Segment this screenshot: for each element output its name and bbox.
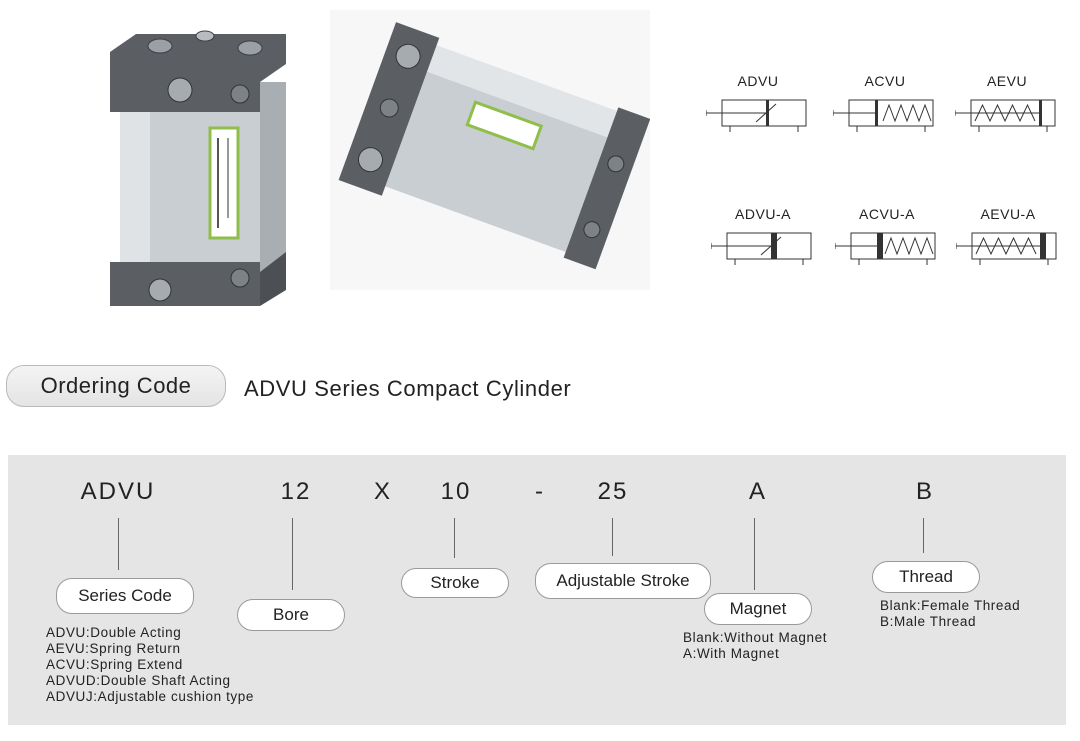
cylinder-symbol-icon — [833, 99, 934, 132]
symbol-aevu: AEVU — [952, 72, 1062, 134]
series-option: ADVUD:Double Shaft Acting — [46, 673, 231, 688]
series-connector — [118, 518, 119, 570]
magnet-option: Blank:Without Magnet — [683, 630, 828, 645]
symbol-label: AEVU-A — [980, 206, 1036, 222]
symbol-advu: ADVU — [703, 72, 813, 134]
series-option: AEVU:Spring Return — [46, 641, 181, 656]
thread-label: Thread — [872, 561, 980, 593]
ordering-code-badge: Ordering Code — [6, 365, 226, 407]
thread-options: Blank:Female Thread B:Male Thread — [880, 598, 1020, 630]
magnet-label: Magnet — [704, 593, 812, 625]
code-stroke: 10 — [440, 478, 472, 505]
symbol-aevu-a: AEVU-A — [953, 205, 1063, 267]
cylinder-symbol-icon — [955, 99, 1056, 132]
code-bore: 12 — [280, 478, 312, 505]
cylinder-photo-tilted — [330, 10, 650, 290]
series-code-label: Series Code — [56, 578, 194, 614]
series-option: ADVUJ:Adjustable cushion type — [46, 689, 255, 704]
thread-option: Blank:Female Thread — [880, 598, 1021, 613]
magnet-options: Blank:Without Magnet A:With Magnet — [683, 630, 827, 662]
stroke-label: Stroke — [401, 568, 509, 598]
page-title: ADVU Series Compact Cylinder — [244, 376, 572, 401]
cylinder-symbol-icon — [711, 232, 812, 265]
symbol-label: ACVU-A — [859, 206, 915, 222]
magnet-option: A:With Magnet — [683, 646, 780, 661]
symbol-label: ADVU — [737, 73, 779, 89]
cylinder-photo-upright — [100, 28, 300, 310]
code-adjustable-stroke: 25 — [597, 478, 629, 505]
cylinder-symbol-icon — [956, 232, 1057, 265]
symbol-acvu: ACVU — [830, 72, 940, 134]
series-option: ACVU:Spring Extend — [46, 657, 183, 672]
magnet-connector — [754, 518, 755, 590]
adjustable-stroke-connector — [612, 518, 613, 556]
symbol-label: ADVU-A — [735, 206, 791, 222]
symbol-acvu-a: ACVU-A — [832, 205, 942, 267]
bore-label: Bore — [237, 599, 345, 631]
ordering-code-panel: ADVU 12 X 10 - 25 A B Series Code Bore S… — [8, 455, 1066, 725]
thread-option: B:Male Thread — [880, 614, 977, 629]
symbol-label: AEVU — [986, 73, 1028, 89]
bore-connector — [292, 518, 293, 590]
code-separator-dash: - — [535, 478, 545, 505]
thread-connector — [923, 518, 924, 553]
code-thread: B — [915, 478, 934, 505]
series-option: ADVU:Double Acting — [46, 625, 182, 640]
symbol-label: ACVU — [864, 73, 906, 89]
cylinder-symbol-icon — [706, 99, 807, 132]
series-code-options: ADVU:Double Acting AEVU:Spring Return AC… — [46, 625, 254, 705]
cylinder-symbol-icon — [835, 232, 936, 265]
adjustable-stroke-label: Adjustable Stroke — [535, 563, 711, 599]
stroke-connector — [454, 518, 455, 558]
code-separator-x: X — [373, 478, 392, 505]
symbol-advu-a: ADVU-A — [708, 205, 818, 267]
code-magnet: A — [748, 478, 767, 505]
code-series: ADVU — [80, 478, 156, 505]
